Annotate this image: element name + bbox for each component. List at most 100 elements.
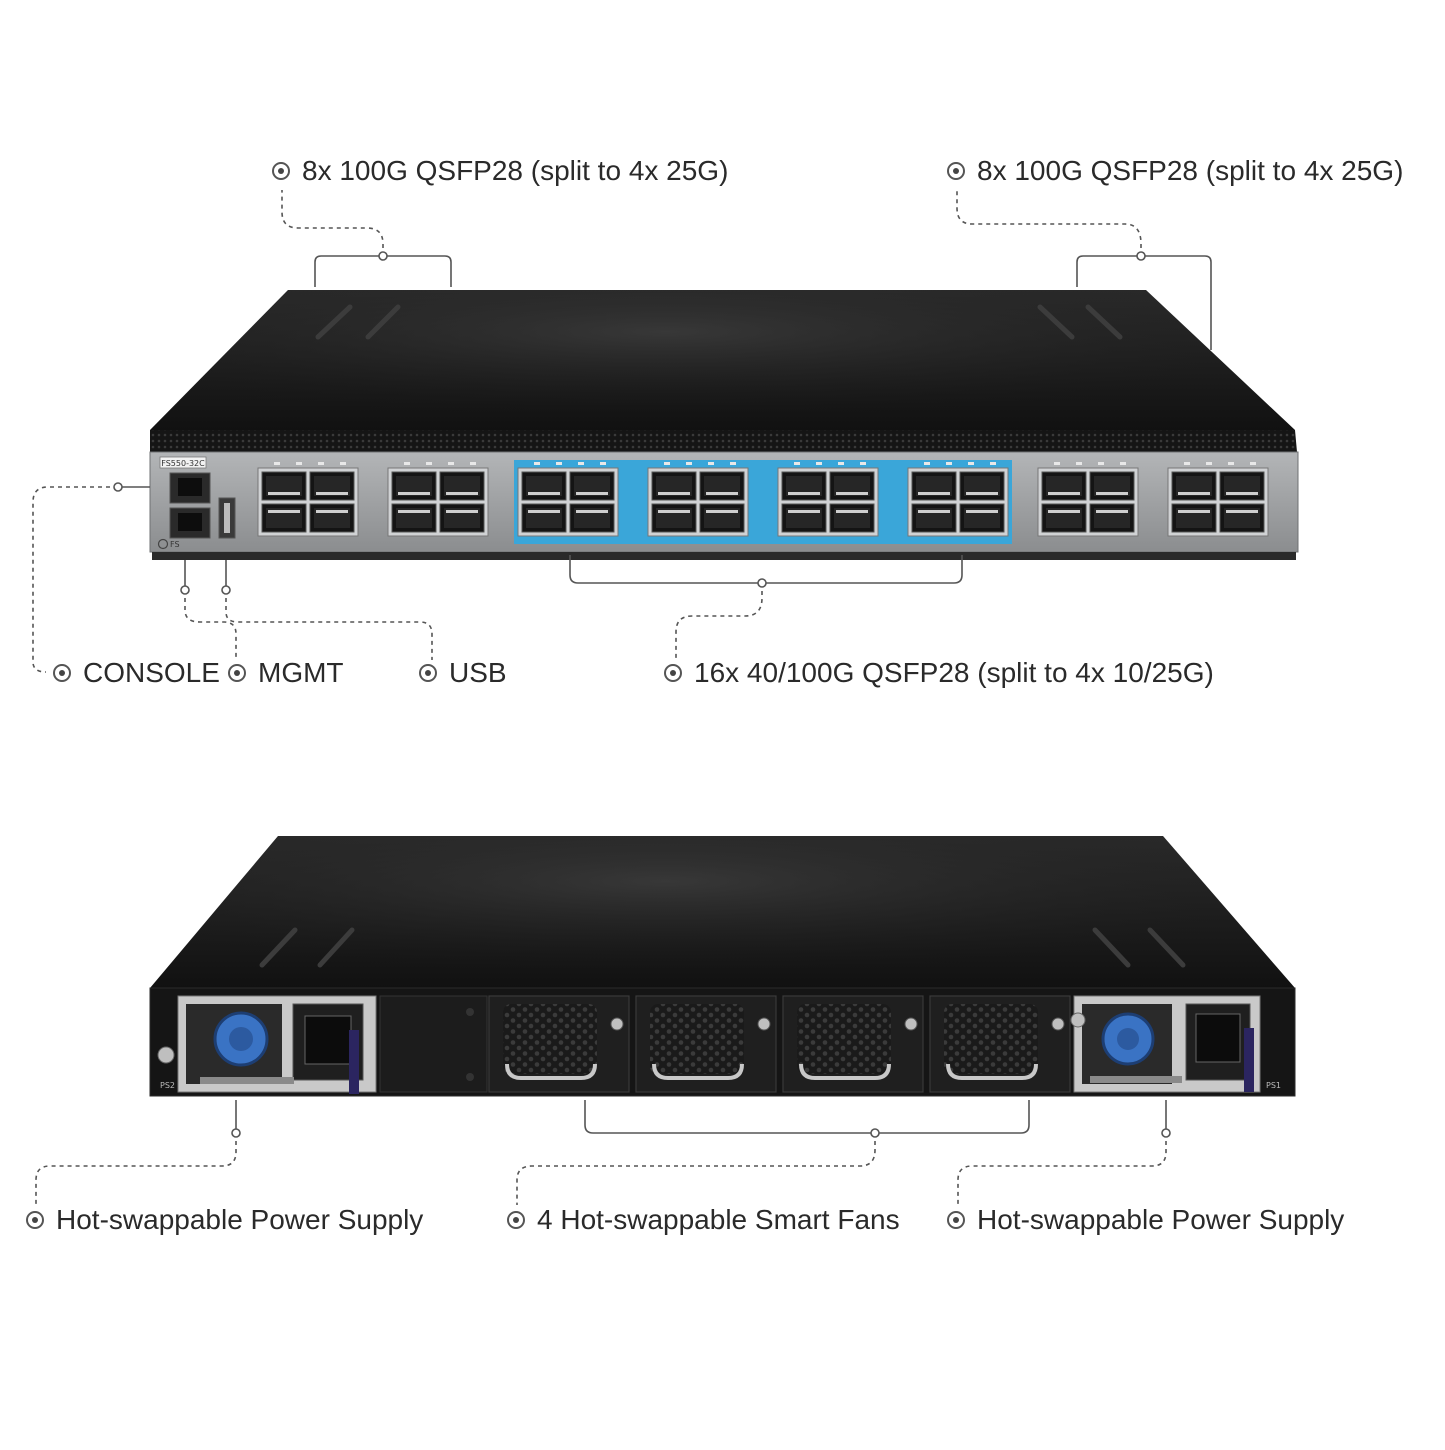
screw-icon <box>610 1017 624 1031</box>
port-group <box>387 462 489 537</box>
fan-tray[interactable] <box>488 995 630 1093</box>
qsfp28-port[interactable] <box>959 503 1005 533</box>
fan-handle[interactable] <box>652 1063 744 1080</box>
qsfp28-port[interactable] <box>781 503 827 533</box>
callout-psu-left: Hot-swappable Power Supply <box>26 1206 423 1234</box>
qsfp28-port-grid <box>257 462 1269 537</box>
port-group <box>517 462 619 537</box>
callout-top-right-ports: 8x 100G QSFP28 (split to 4x 25G) <box>947 157 1403 185</box>
qsfp28-port[interactable] <box>1089 471 1135 501</box>
console-port[interactable] <box>169 472 211 504</box>
usb-port[interactable] <box>218 497 236 539</box>
bullet-icon <box>507 1211 525 1229</box>
bullet-icon <box>228 664 246 682</box>
qsfp28-port[interactable] <box>651 471 697 501</box>
qsfp28-port[interactable] <box>1171 471 1217 501</box>
mgmt-port[interactable] <box>169 507 211 539</box>
fan-handle[interactable] <box>799 1063 891 1080</box>
psu-left-label: PS2 <box>160 1081 175 1090</box>
bullet-icon <box>419 664 437 682</box>
qsfp28-port[interactable] <box>829 503 875 533</box>
qsfp28-port[interactable] <box>391 471 437 501</box>
qsfp28-port[interactable] <box>699 471 745 501</box>
fan-handle[interactable] <box>946 1063 1038 1080</box>
qsfp28-port[interactable] <box>261 503 307 533</box>
port-led <box>708 462 714 465</box>
qsfp28-port[interactable] <box>569 503 615 533</box>
qsfp28-port[interactable] <box>1041 471 1087 501</box>
port-led <box>1206 462 1212 465</box>
callout-text: 4 Hot-swappable Smart Fans <box>537 1204 900 1235</box>
qsfp28-port[interactable] <box>911 503 957 533</box>
qsfp28-port[interactable] <box>309 471 355 501</box>
callout-text: CONSOLE <box>83 657 220 688</box>
model-label: FS550-32C <box>161 459 205 468</box>
qsfp28-port[interactable] <box>309 503 355 533</box>
qsfp28-port[interactable] <box>699 503 745 533</box>
qsfp28-port[interactable] <box>261 471 307 501</box>
port-led <box>318 462 324 465</box>
port-led <box>968 462 974 465</box>
rear-switch: PS2 PS1 <box>149 836 1296 1097</box>
port-led <box>600 462 606 465</box>
qsfp28-port[interactable] <box>439 471 485 501</box>
port-led <box>730 462 736 465</box>
port-led <box>1076 462 1082 465</box>
port-led <box>946 462 952 465</box>
port-led <box>1184 462 1190 465</box>
port-led <box>534 462 540 465</box>
bullet-icon <box>53 664 71 682</box>
fan-handle[interactable] <box>505 1063 597 1080</box>
qsfp28-port[interactable] <box>911 471 957 501</box>
port-led <box>816 462 822 465</box>
qsfp28-port[interactable] <box>1041 503 1087 533</box>
fan-tray[interactable] <box>929 995 1071 1093</box>
port-group <box>257 462 359 537</box>
port-led <box>1098 462 1104 465</box>
qsfp28-port[interactable] <box>959 471 1005 501</box>
qsfp28-port[interactable] <box>1219 503 1265 533</box>
power-supply-left[interactable] <box>157 995 377 1094</box>
port-led <box>1250 462 1256 465</box>
power-supply-right[interactable] <box>1070 995 1261 1093</box>
port-led <box>1120 462 1126 465</box>
qsfp28-port[interactable] <box>439 503 485 533</box>
qsfp28-port[interactable] <box>1171 503 1217 533</box>
qsfp28-port[interactable] <box>521 471 567 501</box>
screw-icon <box>757 1017 771 1031</box>
brand-label: FS <box>170 540 180 549</box>
bullet-icon <box>26 1211 44 1229</box>
port-led <box>794 462 800 465</box>
callout-text: MGMT <box>258 657 344 688</box>
qsfp28-port[interactable] <box>1219 471 1265 501</box>
port-led <box>860 462 866 465</box>
fan-tray[interactable] <box>782 995 924 1093</box>
port-led <box>448 462 454 465</box>
callout-text: 8x 100G QSFP28 (split to 4x 25G) <box>977 155 1404 186</box>
port-led <box>340 462 346 465</box>
port-led <box>578 462 584 465</box>
callout-top-left-ports: 8x 100G QSFP28 (split to 4x 25G) <box>272 157 728 185</box>
port-led <box>556 462 562 465</box>
qsfp28-port[interactable] <box>781 471 827 501</box>
fan-tray[interactable] <box>635 995 777 1093</box>
port-led <box>1228 462 1234 465</box>
bullet-icon <box>664 664 682 682</box>
screw-icon <box>904 1017 918 1031</box>
qsfp28-port[interactable] <box>521 503 567 533</box>
port-led <box>990 462 996 465</box>
qsfp28-port[interactable] <box>569 471 615 501</box>
port-group <box>907 462 1009 537</box>
port-led <box>838 462 844 465</box>
bullet-icon <box>947 162 965 180</box>
port-led <box>296 462 302 465</box>
qsfp28-port[interactable] <box>1089 503 1135 533</box>
qsfp28-port[interactable] <box>651 503 697 533</box>
qsfp28-port[interactable] <box>391 503 437 533</box>
port-led <box>664 462 670 465</box>
qsfp28-port[interactable] <box>829 471 875 501</box>
port-group <box>777 462 879 537</box>
psu-right-label: PS1 <box>1266 1081 1281 1090</box>
